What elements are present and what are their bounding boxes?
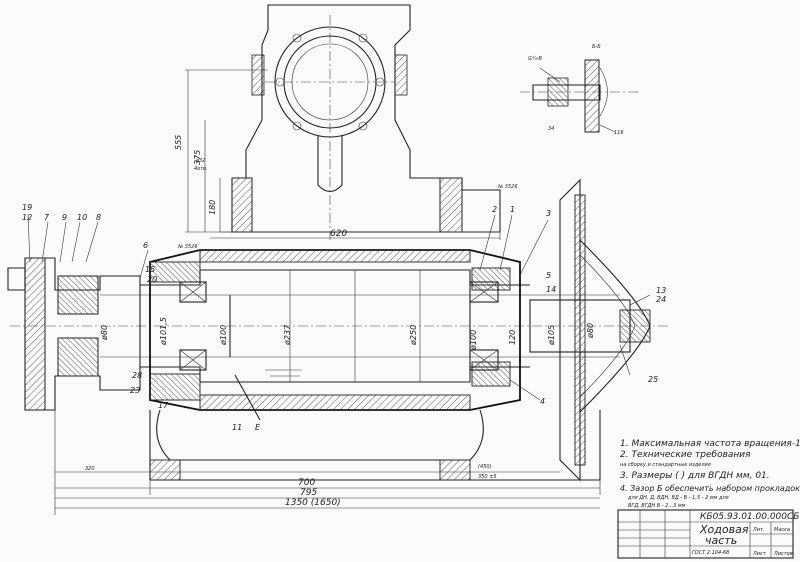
callout-2: 2 [492,205,497,214]
dim-555: 555 [174,135,183,150]
dia-100: ø100 [219,325,228,346]
callout-3: 3 [546,209,551,218]
callout-15: 15 [145,265,155,274]
callout-10: 10 [77,213,87,222]
technical-notes: 1. Максимальная частота вращения-1500 2.… [620,439,800,509]
callout-8: 8 [96,213,101,222]
tb-mass: Масса [774,527,790,533]
tb-lit: Лит. [752,527,765,533]
note-1: 1. Максимальная частота вращения-1500 [620,439,800,449]
title-block [617,509,794,559]
dia-80: ø80 [100,325,109,341]
callout-12: 12 [22,213,32,222]
callout-11: 11 [232,423,242,432]
dim-3505: 350 ±5 [478,474,497,480]
callout-6: 6 [143,241,148,250]
detail-callout-34: 34 [548,126,554,132]
drawing-code: ГОСТ 2.104-68 [692,550,729,556]
main-section-view [7,178,670,482]
callout-25: 25 [648,375,658,384]
drawing-title-line2: часть [705,534,737,547]
callout-13: 13 [656,286,666,295]
dim-795: 795 [300,488,317,498]
callout-20: 20 [147,275,157,284]
note-632: ø32 [195,158,205,164]
callout-9: 9 [62,213,67,222]
note-632-sub: 4отв. [194,166,208,172]
callout-23: 23 [130,386,140,395]
dia-120: 120 [508,330,517,345]
dia-1015: ø101,5 [159,317,168,346]
callout-14: 14 [546,285,556,294]
note-4-cont1: для ДН, Д, ВДН, ВД - В - 1,5 - 2 мм для [627,495,729,501]
drawing-number: КБ05.93.01.00.000СБ [700,512,799,522]
note-4-cont2: ВГД, ВГДН В - 2...3 мм [628,503,686,509]
note-2: 2. Технические требования [620,450,751,460]
dim-180: 180 [208,200,217,215]
tb-sheets: Листов [773,551,793,557]
note-2-cont: на сборку и стандартные изделия [620,462,711,468]
dim-375: 375 [193,150,202,165]
dia-80-right: ø80 [586,323,595,339]
tb-sheet: Лист [752,551,767,557]
dia-237: ø237 [283,324,292,346]
note-n3526-left: № 3526 [177,244,198,250]
dia-105: ø105 [547,325,556,346]
callout-17: 17 [158,401,169,410]
note-n3526-right: № 3526 [497,184,518,190]
callout-1: 1 [510,205,515,214]
callout-5: 5 [546,271,551,280]
drawing-title-line1: Ходовая [699,523,749,536]
dia-250: ø250 [409,325,418,346]
section-e: Е [255,423,261,432]
dim-450: (450) [478,464,491,470]
detail-label-right: Б-Б [592,44,601,50]
note-3: 3. Размеры ( ) для ВГДН мм, 01. [620,471,770,481]
callout-28: 28 [132,371,142,380]
callout-7: 7 [44,213,50,222]
detail-callout-116: 116 [614,130,624,136]
detail-label-left: G¼-В [528,56,543,62]
callout-24: 24 [656,295,666,304]
dim-620: 620 [330,229,347,239]
note-4: 4. Зазор Б обеспечить набором прокладок … [620,484,800,493]
callouts [27,214,651,401]
dim-700: 700 [298,478,315,488]
detail-view [520,59,640,133]
dim-1350: 1350 (1650) [285,498,341,508]
dia-100-right: ø100 [469,330,478,351]
callout-19: 19 [22,203,32,212]
dim-320: 320 [85,466,95,472]
callout-4: 4 [540,397,545,406]
dimension-lines [54,405,601,515]
top-end-view [185,4,501,240]
